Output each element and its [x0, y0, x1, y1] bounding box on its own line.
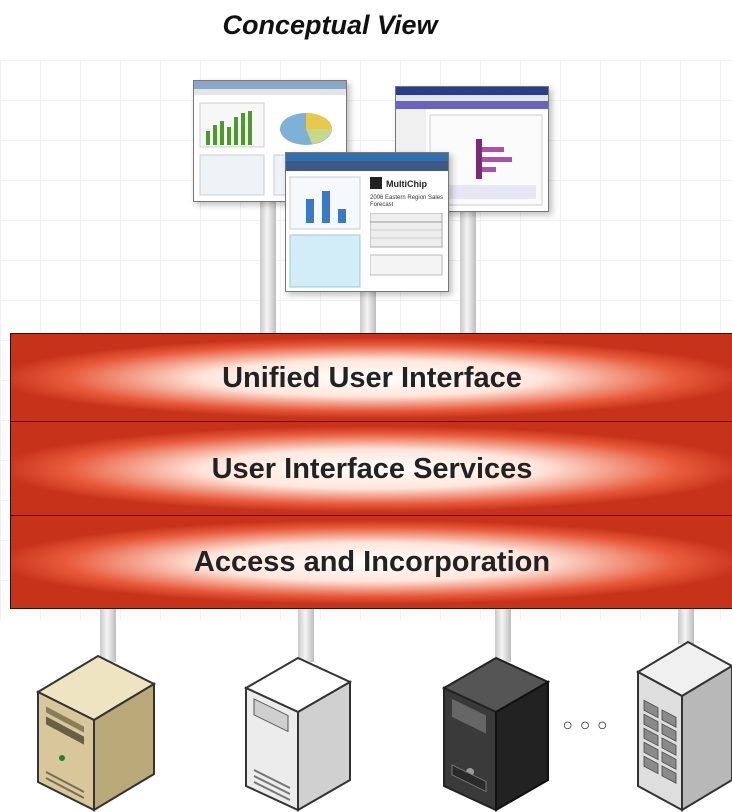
tan-server-tower-icon: [35, 654, 157, 812]
black-server-tower-icon: [442, 656, 551, 812]
more-servers-ellipsis: ◦◦◦: [560, 712, 613, 742]
sales-forecast-window-icon: MultiChip 2006 Eastern Region Sales Fore…: [285, 152, 449, 292]
layer-label: User Interface Services: [211, 452, 533, 485]
company-logo-text: MultiChip: [386, 179, 427, 189]
layer-label: Unified User Interface: [222, 361, 522, 394]
lower-pole-1: [100, 604, 116, 662]
report-title-text: 2006 Eastern Region Sales Forecast: [370, 195, 444, 208]
upper-pole-3: [460, 200, 476, 338]
layer-unified-user-interface: Unified User Interface: [10, 333, 732, 423]
upper-pole-1: [260, 190, 276, 338]
layer-access-and-incorporation: Access and Incorporation: [10, 515, 732, 609]
white-server-tower-icon: [244, 656, 353, 812]
rack-server-icon: [636, 640, 732, 812]
layer-user-interface-services: User Interface Services: [10, 421, 732, 517]
diagram-title: Conceptual View: [222, 10, 438, 40]
lower-pole-4: [678, 604, 694, 644]
report-window-icon: [395, 86, 549, 212]
lower-pole-2: [298, 604, 314, 662]
upper-pole-2: [360, 280, 376, 338]
layer-label: Access and Incorporation: [193, 545, 551, 578]
lower-pole-3: [495, 604, 511, 662]
